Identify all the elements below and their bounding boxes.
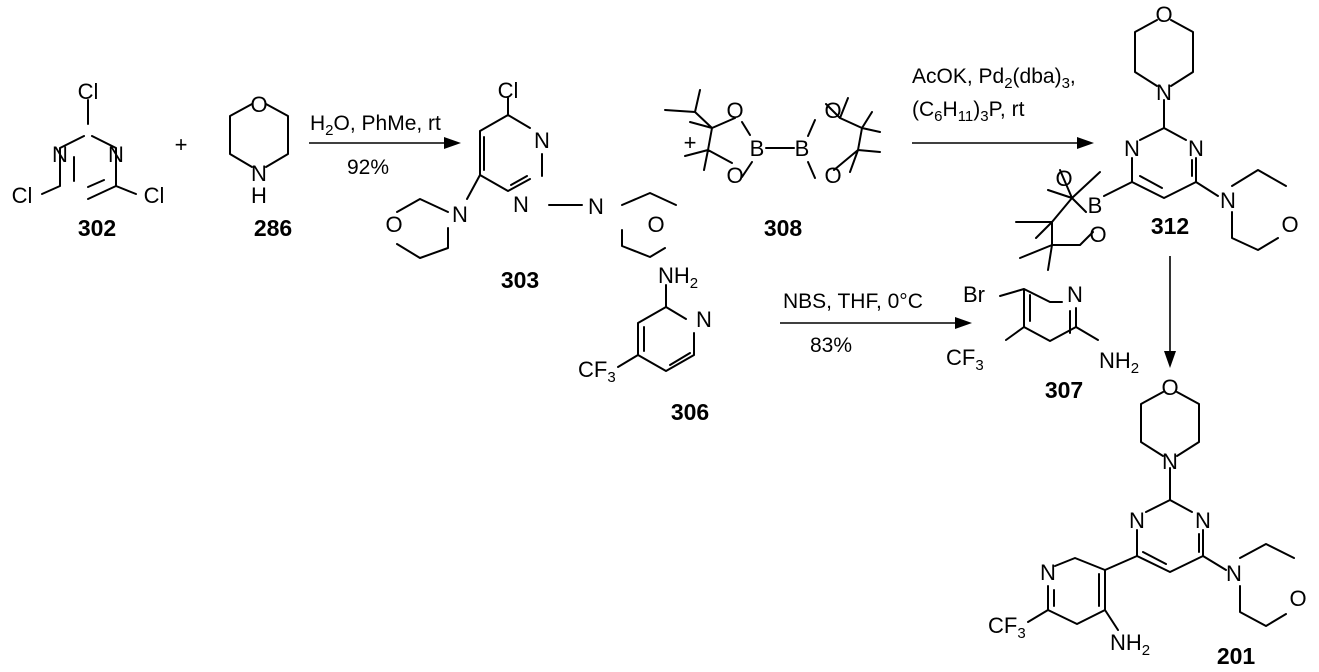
atom-n: N bbox=[1162, 449, 1178, 474]
compound-label-286: 286 bbox=[254, 215, 292, 241]
atom-cl: Cl bbox=[12, 183, 33, 208]
compound-312: O N N N O B O N O 312 bbox=[1015, 2, 1299, 271]
atom-cf3: CF3 bbox=[988, 613, 1026, 642]
compound-302: Cl N N Cl Cl 302 bbox=[12, 79, 165, 241]
atom-h: H bbox=[251, 183, 267, 208]
atom-o: O bbox=[1289, 586, 1306, 611]
atom-b: B bbox=[795, 136, 810, 161]
atom-o: O bbox=[824, 98, 841, 123]
compound-label-312: 312 bbox=[1151, 213, 1189, 239]
atom-b: B bbox=[750, 136, 765, 161]
compound-303: Cl N N N O N O 303 bbox=[385, 78, 677, 293]
atom-o: O bbox=[1161, 375, 1178, 400]
atom-n: N bbox=[1195, 508, 1211, 533]
reaction-4-conditions: NBS, THF, 0°C bbox=[783, 290, 923, 313]
atom-o: O bbox=[385, 212, 402, 237]
atom-n: N bbox=[1129, 508, 1145, 533]
compound-308: O O B B O O 308 bbox=[664, 89, 881, 241]
reaction-arrow-1: H2O, PhMe, rt 92% bbox=[309, 112, 461, 179]
atom-n: N bbox=[452, 202, 468, 227]
atom-o: O bbox=[1089, 222, 1106, 247]
atom-n: N bbox=[108, 142, 124, 167]
reaction-2-conditions-line-1: AcOK, Pd2(dba)3, bbox=[912, 65, 1076, 92]
atom-n: N bbox=[1067, 282, 1083, 307]
atom-br: Br bbox=[963, 282, 985, 307]
plus-sign: + bbox=[684, 130, 697, 155]
atom-o: O bbox=[824, 163, 841, 188]
compound-306: NH2 N CF3 306 bbox=[578, 263, 712, 425]
atom-n: N bbox=[588, 194, 604, 219]
reaction-1-conditions: H2O, PhMe, rt bbox=[310, 112, 441, 139]
compound-label-306: 306 bbox=[671, 399, 709, 425]
atom-n: N bbox=[534, 128, 550, 153]
reaction-arrow-2: AcOK, Pd2(dba)3, (C6H11)3P, rt bbox=[912, 65, 1094, 149]
compound-201: O N N N N N O CF3 NH2 201 bbox=[988, 375, 1307, 669]
reaction-2-conditions-line-2: (C6H11)3P, rt bbox=[912, 98, 1025, 125]
reaction-arrow-4: NBS, THF, 0°C 83% bbox=[780, 290, 972, 357]
compound-label-303: 303 bbox=[501, 267, 539, 293]
atom-n: N bbox=[251, 161, 267, 186]
atom-o: O bbox=[726, 163, 743, 188]
atom-n: N bbox=[1220, 188, 1236, 213]
reaction-1-yield: 92% bbox=[347, 156, 389, 179]
atom-nh: NH2 bbox=[658, 263, 698, 292]
reaction-arrow-3 bbox=[1164, 256, 1176, 368]
atom-cl: Cl bbox=[78, 79, 99, 104]
compound-label-201: 201 bbox=[1217, 643, 1256, 669]
atom-cf3: CF3 bbox=[946, 345, 984, 374]
atom-cl: Cl bbox=[498, 78, 519, 103]
atom-n: N bbox=[1156, 80, 1172, 105]
atom-o: O bbox=[726, 98, 743, 123]
reaction-4-yield: 83% bbox=[810, 334, 852, 357]
atom-o: O bbox=[250, 92, 267, 117]
atom-cl: Cl bbox=[144, 183, 165, 208]
atom-o: O bbox=[1281, 212, 1298, 237]
compound-label-307: 307 bbox=[1045, 377, 1083, 403]
atom-nh: NH2 bbox=[1110, 630, 1150, 659]
plus-sign: + bbox=[175, 132, 188, 157]
atom-n: N bbox=[513, 192, 529, 217]
atom-o: O bbox=[1055, 166, 1072, 191]
atom-nh: NH2 bbox=[1099, 348, 1139, 377]
atom-b: B bbox=[1088, 193, 1103, 218]
atom-n: N bbox=[1188, 136, 1204, 161]
atom-n: N bbox=[1040, 560, 1056, 585]
compound-307: Br N NH2 CF3 307 bbox=[946, 282, 1139, 403]
atom-cf3: CF3 bbox=[578, 357, 616, 386]
atom-o: O bbox=[647, 212, 664, 237]
compound-label-308: 308 bbox=[764, 215, 803, 241]
atom-n: N bbox=[52, 142, 68, 167]
atom-o: O bbox=[1155, 2, 1172, 27]
atom-n: N bbox=[696, 307, 712, 332]
atom-n: N bbox=[1226, 561, 1242, 586]
atom-n: N bbox=[1124, 136, 1140, 161]
compound-286: O N H 286 bbox=[229, 92, 292, 241]
compound-label-302: 302 bbox=[78, 215, 116, 241]
